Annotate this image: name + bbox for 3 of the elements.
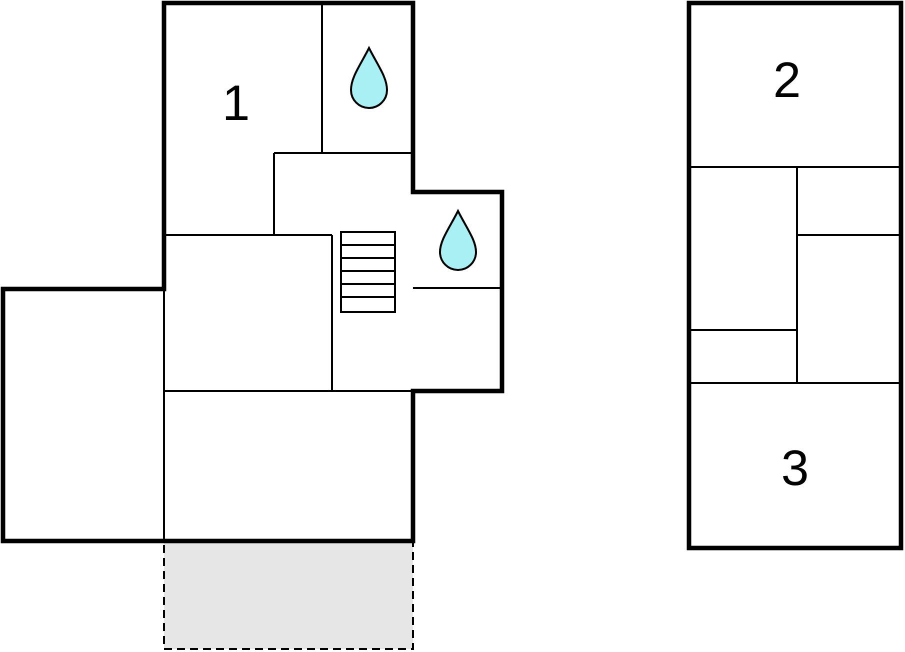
room-number: 2 [773, 55, 801, 105]
room-number: 1 [222, 78, 250, 128]
room-number: 3 [781, 443, 809, 493]
